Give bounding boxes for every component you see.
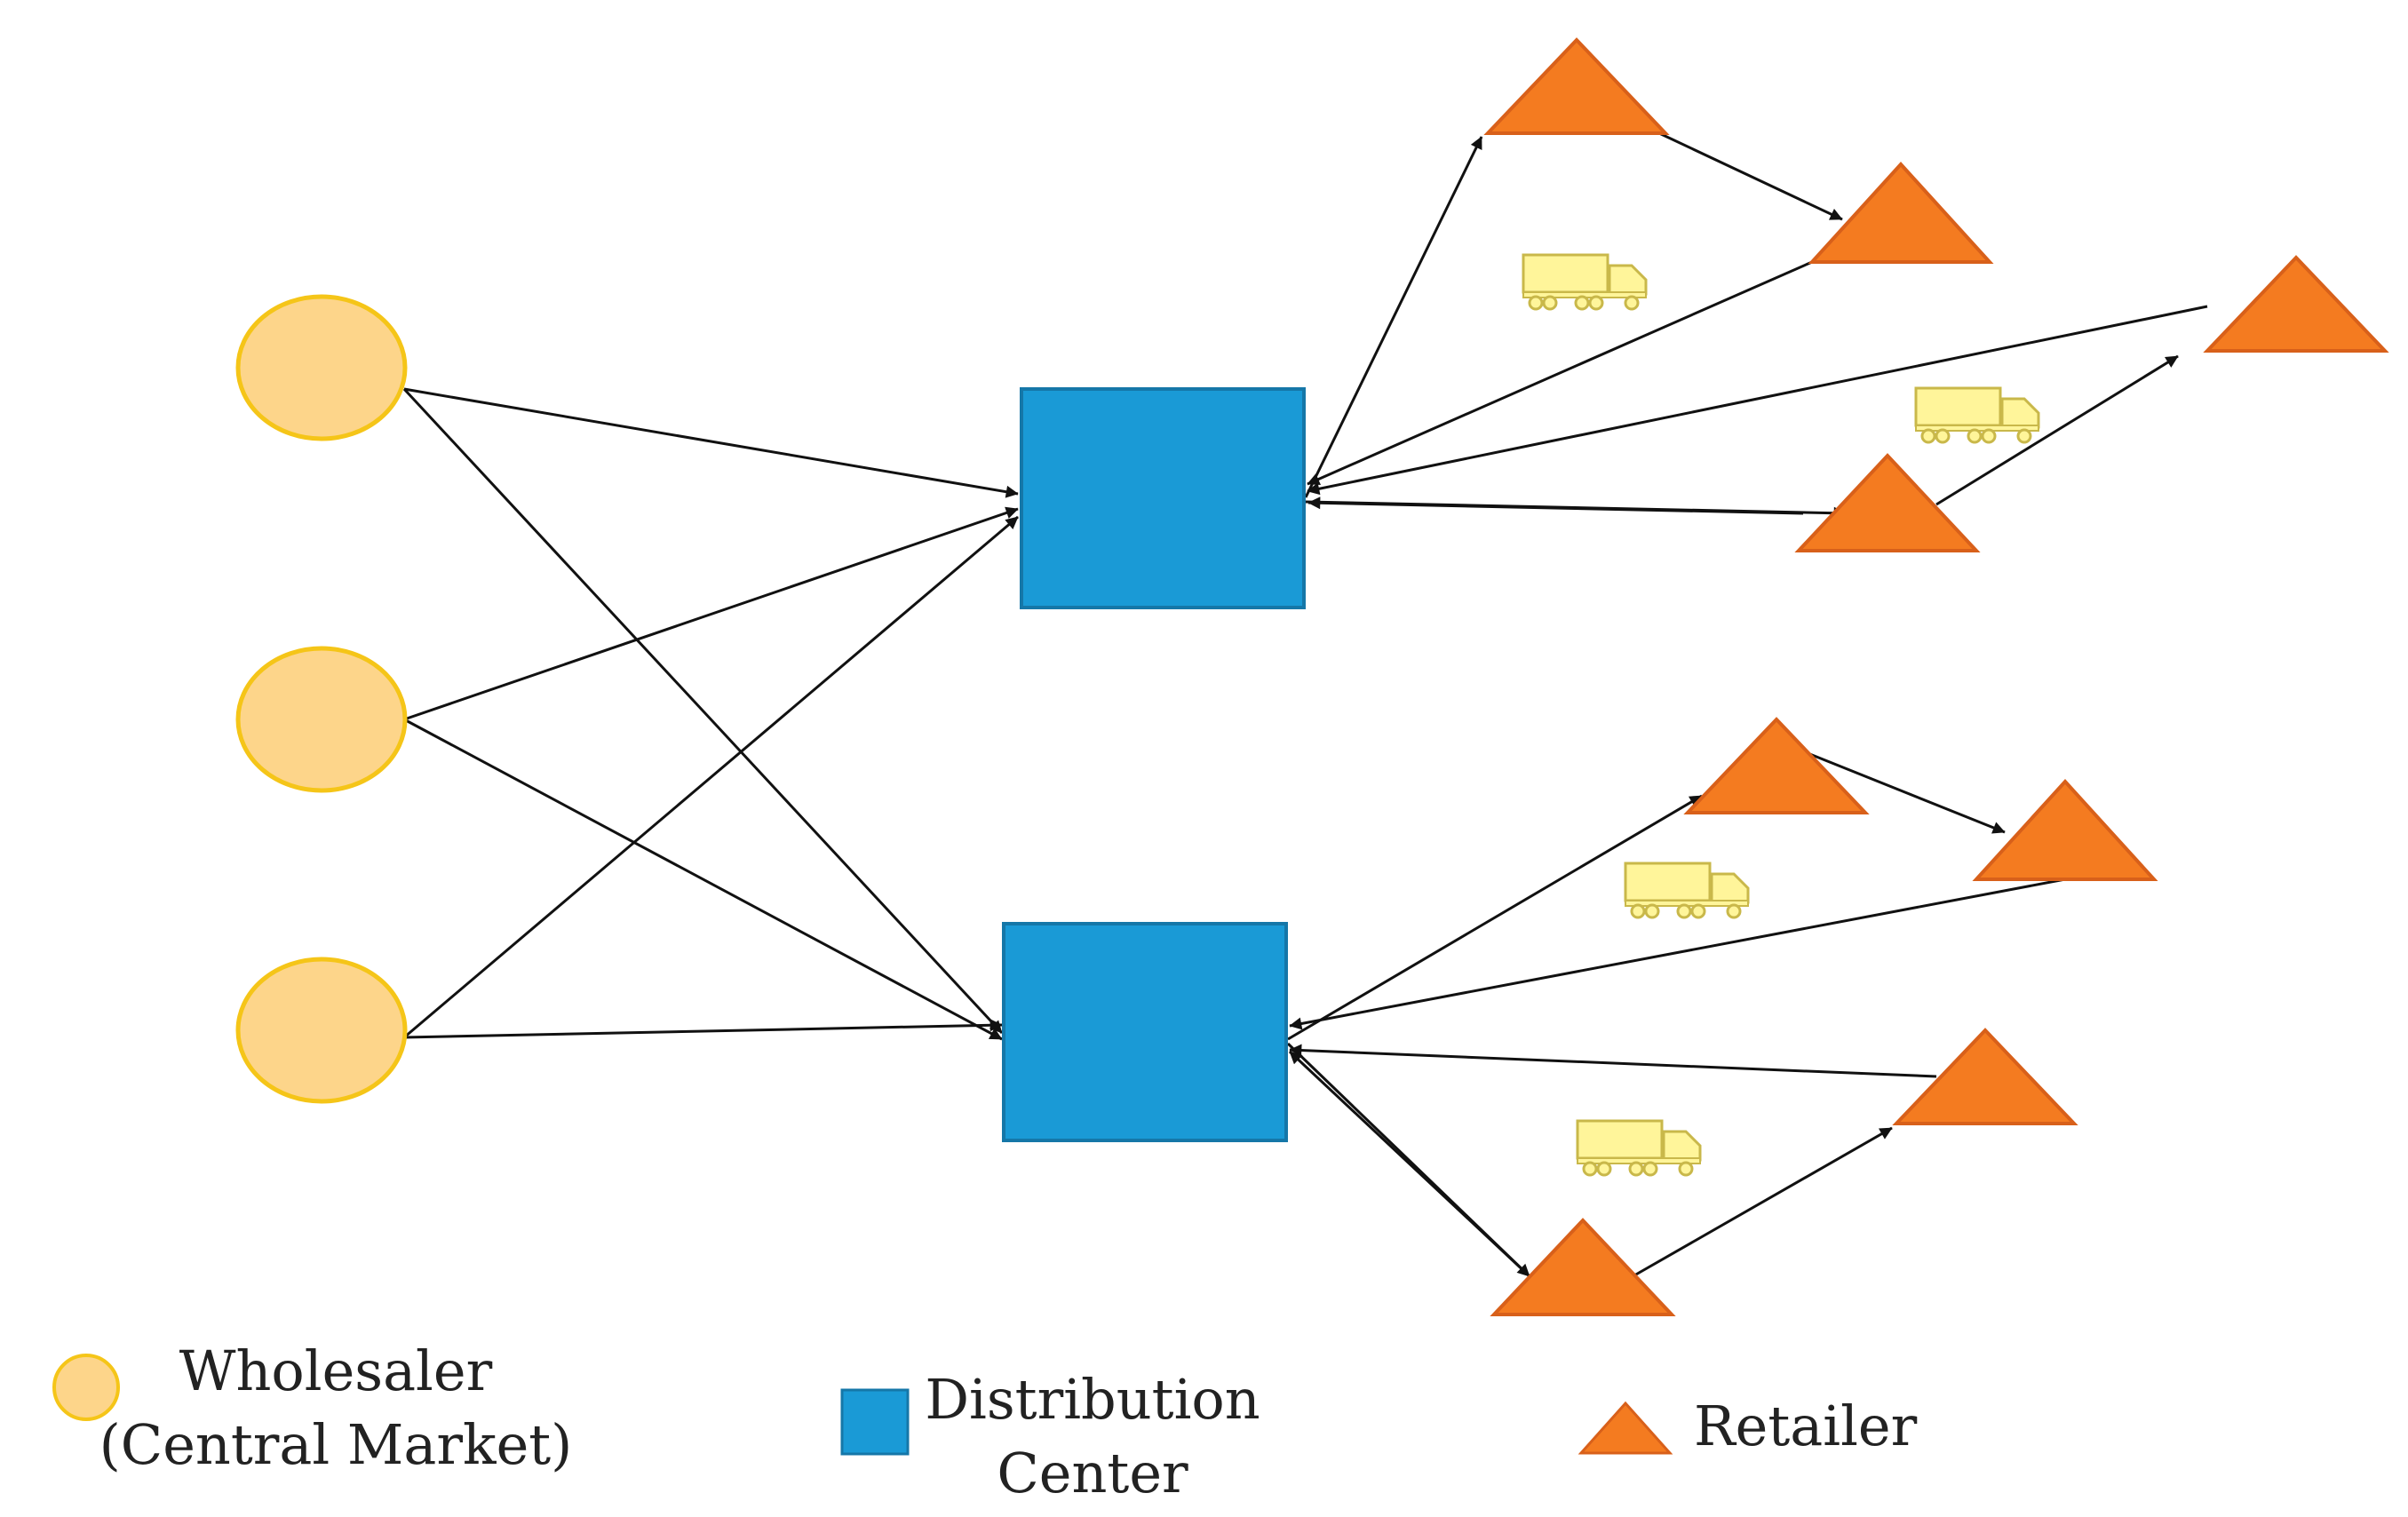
truck-icon [1914,386,2040,444]
edges-layer [402,131,2208,1278]
distribution-centers [1002,387,1306,1142]
legend-distribution-sublabel: Center [997,1441,1188,1505]
legend-retailer-icon [1578,1401,1673,1455]
legend-wholesaler-sublabel: (Central Market) [99,1412,573,1477]
edge-dc2-r5 [1287,794,1703,1041]
edge-w3-dc1 [403,515,1019,1039]
legend-wholesaler-icon [52,1354,120,1421]
edge-w2-dc1 [403,506,1019,721]
retailer-node-5 [1683,717,1870,814]
edge-r5-r6 [1807,751,2006,834]
truck-icon [1576,1119,1702,1177]
retailer-node-3 [2203,255,2389,353]
distribution-center-2 [1002,922,1288,1142]
edge-w3-dc2 [403,1019,1003,1039]
retailer-node-8 [1490,1218,1676,1316]
edge-w1-dc2 [402,387,1004,1035]
retailer-node-1 [1483,37,1670,135]
truck-icon [1522,253,1648,311]
legend-retailer-label: Retailer [1694,1394,1918,1458]
edge-r8-r7 [1633,1126,1893,1277]
edge-r3-dc1 [1307,305,2208,496]
edge-w2-dc2 [403,718,1003,1041]
edge-r1-r2 [1658,131,1843,221]
retailer-node-2 [1808,162,1994,264]
wholesaler-node-1 [235,294,408,441]
retailer-node-4 [1794,453,1981,552]
edge-r7-dc2 [1289,1044,1937,1078]
legend-distribution-label: Distribution [925,1367,1260,1432]
edge-r2-dc1 [1307,260,1813,486]
edge-r4-dc1 [1307,496,1804,515]
legend: Wholesaler (Central Market) Distribution… [52,1338,1918,1505]
legend-distribution-icon [840,1388,910,1456]
retailers [1483,37,2389,1316]
retailer-node-7 [1892,1028,2078,1125]
edge-dc1-r1 [1304,136,1483,498]
distribution-center-1 [1020,387,1306,609]
edge-w1-dc1 [403,387,1019,498]
wholesalers [235,294,408,1104]
trucks [1522,253,2040,1177]
edge-r8-dc2 [1288,1050,1531,1278]
edge-r4-r3 [1935,354,2179,506]
retailer-node-6 [1972,779,2158,881]
wholesaler-node-3 [235,957,408,1104]
edge-r6-dc2 [1289,878,2066,1030]
wholesaler-node-2 [235,646,408,793]
truck-icon [1624,862,1750,919]
legend-wholesaler-label: Wholesaler [179,1338,493,1403]
